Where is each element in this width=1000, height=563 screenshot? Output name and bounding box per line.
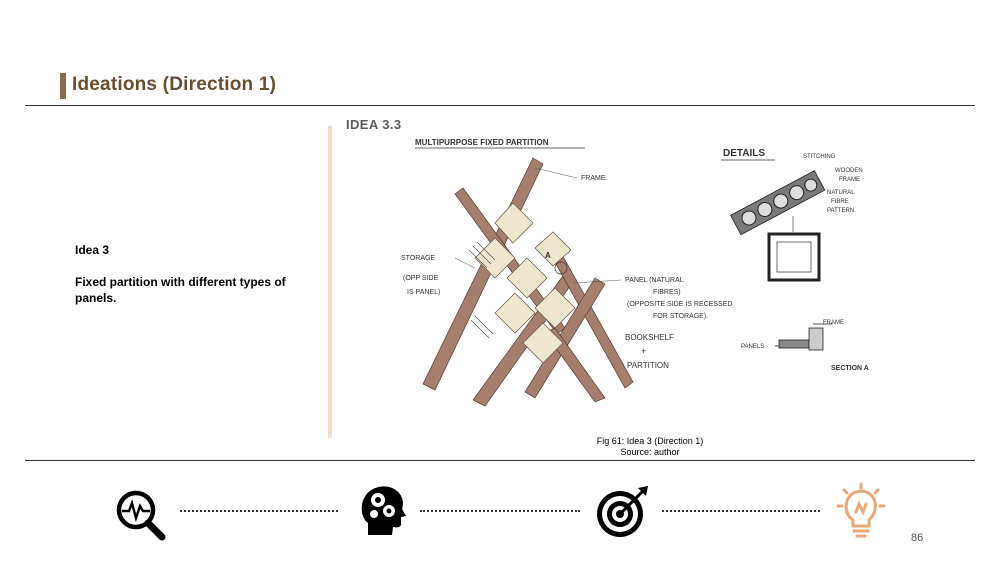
- page-title: Ideations (Direction 1): [72, 74, 277, 95]
- footer-divider: [25, 460, 975, 461]
- caption-line-2: Source: author: [620, 447, 680, 457]
- label-partition: PARTITION: [627, 361, 669, 370]
- label-stitching: STITCHING: [803, 154, 836, 160]
- idea-description: Idea 3 Fixed partition with different ty…: [75, 242, 315, 306]
- label-natural-2: FIBRE: [831, 199, 849, 205]
- label-storage-note-1: (OPP SIDE: [403, 275, 439, 282]
- label-panel-1: PANEL (NATURAL: [625, 277, 684, 284]
- progress-connector-2: [420, 510, 580, 512]
- label-panels: PANELS: [741, 344, 764, 350]
- caption-line-1: Fig 61: Idea 3 (Direction 1): [596, 436, 704, 446]
- label-frame-small: FRAME: [823, 320, 844, 326]
- sketch-title: MULTIPURPOSE FIXED PARTITION: [415, 138, 549, 147]
- label-plus: +: [641, 346, 646, 356]
- label-natural-3: PATTERN.: [827, 208, 856, 214]
- partition-panels: [474, 202, 576, 364]
- section-marker: A: [545, 251, 551, 260]
- progress-connector-1: [180, 510, 338, 512]
- target-arrow-icon: [597, 486, 648, 537]
- research-magnifier-icon: [116, 490, 166, 541]
- page-number: 86: [911, 532, 924, 544]
- accent-divider: [328, 126, 332, 438]
- partition-sketch: MULTIPURPOSE FIXED PARTITION: [401, 138, 869, 407]
- progress-connector-3: [662, 510, 820, 512]
- title-accent-bar: [60, 73, 66, 99]
- label-wooden-2: FRAME: [839, 177, 860, 183]
- label-bookshelf: BOOKSHELF: [625, 333, 674, 342]
- frame-detail: [767, 232, 821, 282]
- label-wooden-1: WOODEN: [835, 168, 863, 174]
- figure-caption: Fig 61: Idea 3 (Direction 1) Source: aut…: [560, 436, 740, 458]
- idea-label: Idea 3: [75, 243, 110, 257]
- label-panel-2: FIBRES): [653, 289, 681, 296]
- label-natural-1: NATURAL: [827, 190, 855, 196]
- details-title: DETAILS: [723, 148, 765, 159]
- label-opposite-2: FOR STORAGE).: [653, 313, 708, 320]
- idea-text: Fixed partition with different types of …: [75, 275, 286, 305]
- lightbulb-icon: [836, 482, 886, 538]
- thinking-head-gears-icon: [361, 486, 406, 535]
- label-opposite-1: (OPPOSITE SIDE IS RECESSED: [627, 301, 732, 308]
- figure-idea-label: IDEA 3.3: [346, 117, 402, 132]
- section-a-detail: [775, 323, 833, 351]
- header-divider: [25, 105, 975, 106]
- panel-detail: [730, 170, 826, 236]
- label-frame: FRAME.: [581, 175, 608, 182]
- label-section-a: SECTION A: [831, 365, 869, 372]
- label-storage: STORAGE: [401, 255, 435, 262]
- label-storage-note-2: IS PANEL): [407, 289, 440, 296]
